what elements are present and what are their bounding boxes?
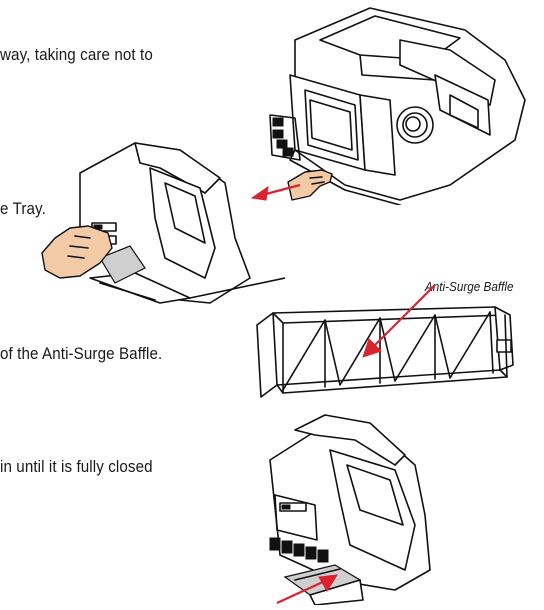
instruction-line-4: in until it is fully closed [0, 458, 153, 476]
instruction-line-2: e Tray. [0, 200, 46, 218]
instruction-line-1: way, taking care not to [0, 46, 153, 64]
instruction-line-3: of the Anti-Surge Baffle. [0, 345, 163, 363]
printer-front-illustration [250, 0, 544, 210]
anti-surge-baffle-label: Anti-Surge Baffle [425, 279, 514, 294]
anti-surge-baffle-illustration [255, 284, 515, 405]
printer-side-illustration [40, 128, 286, 323]
printer-close-illustration [255, 405, 435, 610]
